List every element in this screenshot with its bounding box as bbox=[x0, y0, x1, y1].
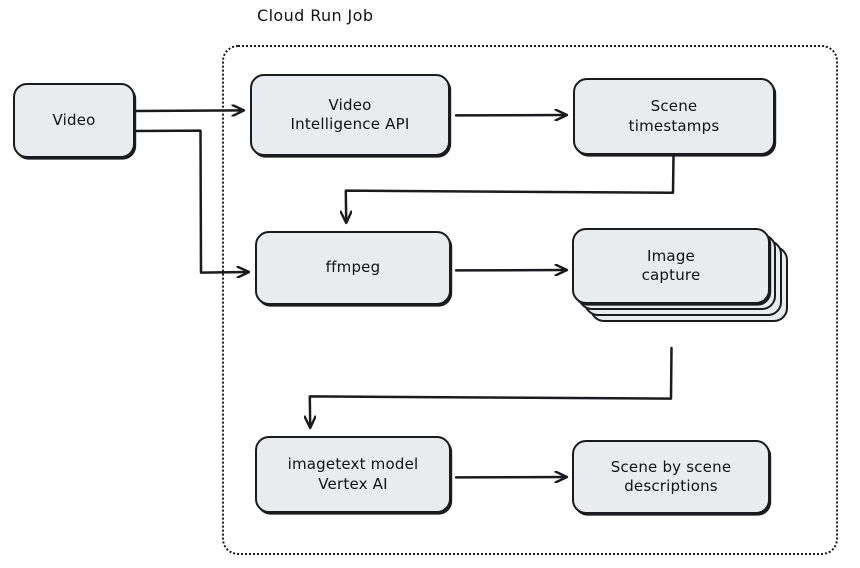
node-video-intelligence-api[interactable]: Video Intelligence API bbox=[250, 74, 450, 156]
node-image-capture[interactable]: Image capture bbox=[572, 228, 770, 304]
node-ffmpeg-label: ffmpeg bbox=[325, 258, 381, 277]
node-imagetext-vertex-ai-label: imagetext model Vertex AI bbox=[276, 455, 431, 493]
cloud-run-job-boundary bbox=[222, 45, 838, 555]
line-1: imagetext model bbox=[287, 455, 419, 474]
line-1: Scene bbox=[650, 97, 698, 116]
node-scene-timestamps-label: Scene timestamps bbox=[617, 97, 732, 135]
line-2: Vertex AI bbox=[318, 474, 388, 493]
edge-image-capture-to-imagetext bbox=[310, 346, 673, 427]
line-1: Video bbox=[328, 95, 372, 114]
line-2: descriptions bbox=[624, 477, 718, 495]
line-2: capture bbox=[641, 266, 701, 284]
node-video-intelligence-api-label: Video Intelligence API bbox=[279, 96, 422, 134]
node-imagetext-vertex-ai[interactable]: imagetext model Vertex AI bbox=[255, 436, 451, 513]
node-scene-descriptions-label: Scene by scene descriptions bbox=[599, 458, 744, 496]
line-1: Image bbox=[647, 246, 695, 265]
line-2: timestamps bbox=[628, 116, 720, 135]
line-1: Scene by scene bbox=[610, 457, 732, 476]
edge-video-to-video-intelligence-api bbox=[134, 110, 243, 111]
node-image-capture-label: Image capture bbox=[630, 247, 713, 285]
node-scene-timestamps[interactable]: Scene timestamps bbox=[573, 78, 775, 155]
edge-scene-timestamps-to-ffmpeg bbox=[346, 154, 675, 222]
node-video-label: Video bbox=[52, 110, 96, 129]
node-ffmpeg[interactable]: ffmpeg bbox=[255, 231, 451, 305]
edge-video-to-ffmpeg bbox=[134, 129, 248, 273]
cloud-run-job-label: Cloud Run Job bbox=[257, 6, 374, 25]
line-2: Intelligence API bbox=[290, 115, 410, 133]
node-scene-descriptions[interactable]: Scene by scene descriptions bbox=[572, 440, 770, 514]
node-video[interactable]: Video bbox=[13, 83, 135, 158]
